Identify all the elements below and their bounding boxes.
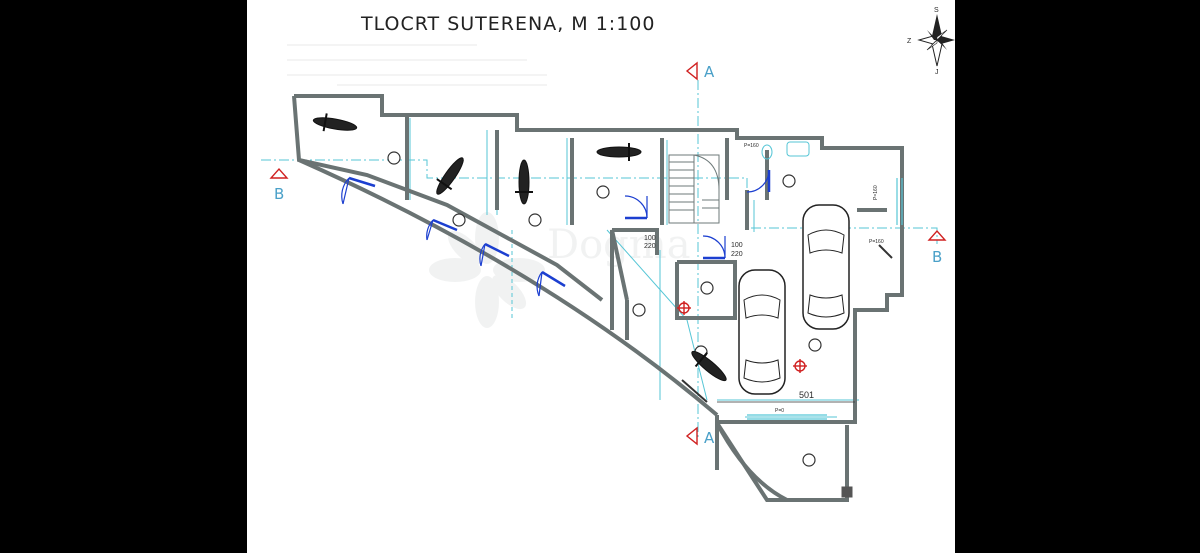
motorcycle-icon [596, 143, 642, 161]
compass-south-label: J [935, 69, 939, 76]
door-7 [746, 169, 771, 193]
compass-icon: S J Z I [907, 7, 955, 76]
section-line-b [261, 159, 947, 244]
bathroom-fixtures [761, 141, 810, 160]
motorcycle-icon [312, 113, 358, 132]
drawing-sheet: TLOCRT SUTERENA, M 1:100 S J Z I A A B B [247, 0, 955, 553]
window-label-4: P=0 [775, 408, 784, 414]
section-b-right-label: B [932, 248, 942, 266]
door-3 [479, 242, 510, 267]
window-label-2: P=160 [873, 185, 879, 200]
doors [341, 169, 771, 297]
window-label-1: P=160 [744, 143, 759, 149]
floor-plan: TLOCRT SUTERENA, M 1:100 S J Z I A A B B [261, 7, 955, 502]
walls [292, 94, 904, 502]
compass-west-label: Z [907, 38, 912, 45]
door-6 [702, 235, 726, 260]
ceiling-lights [387, 151, 822, 467]
door-2 [426, 218, 458, 241]
section-a-top-label: A [704, 63, 715, 81]
car-icon [802, 204, 850, 330]
section-a-bottom-label: A [704, 429, 715, 447]
door-label-height-1: 220 [644, 243, 656, 250]
door-5 [624, 195, 648, 220]
section-b-left-label: B [274, 185, 284, 203]
car-icon [738, 269, 786, 395]
dimension-labels: 100 220 100 220 P=160 P=160 P=160 P=0 50… [644, 143, 884, 414]
door-4 [536, 270, 566, 297]
door-label-height-2: 220 [731, 251, 743, 258]
drawing-title: TLOCRT SUTERENA, M 1:100 [360, 13, 655, 35]
fire-safety-symbols [677, 301, 807, 373]
motorcycle-icon [515, 159, 533, 205]
door-label-width-1: 100 [644, 235, 656, 242]
dimension-label-main: 501 [799, 390, 814, 400]
staircase [668, 154, 720, 224]
motorcycle-icon [436, 157, 464, 195]
door-label-width-2: 100 [731, 242, 743, 249]
motorcycle-icon [691, 350, 727, 382]
compass-north-label: S [934, 7, 939, 14]
window-label-3: P=160 [869, 239, 884, 245]
construction-lines [287, 44, 547, 86]
windows [681, 178, 903, 420]
door-1 [341, 176, 376, 205]
